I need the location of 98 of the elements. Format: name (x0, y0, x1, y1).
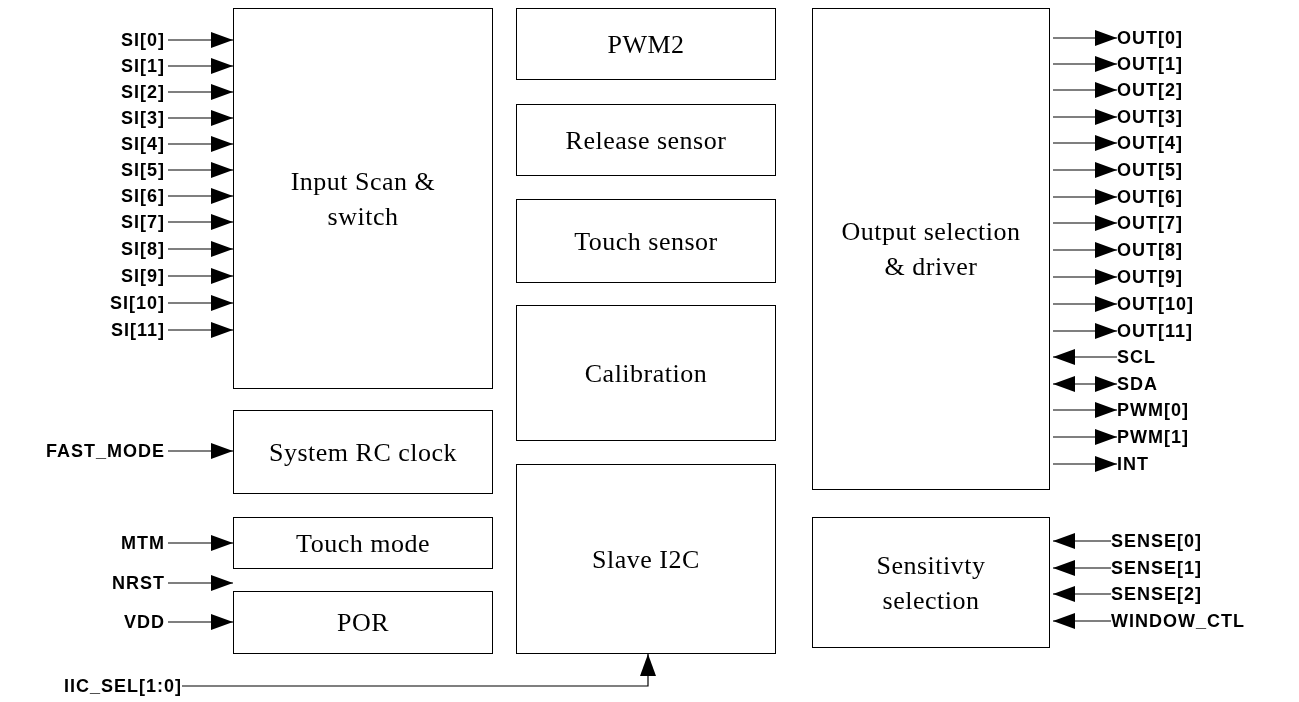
block-label: Touch mode (296, 527, 430, 560)
arrow (1052, 349, 1118, 365)
block-label: Touch sensor (574, 225, 718, 258)
signal-label: SENSE[2] (1111, 582, 1291, 606)
arrow (167, 32, 234, 48)
signal-label: OUT[4] (1117, 131, 1287, 155)
signal-label: OUT[6] (1117, 185, 1287, 209)
arrow (1052, 109, 1118, 125)
signal-label: SI[5] (0, 158, 165, 182)
signal-label: OUT[11] (1117, 319, 1287, 343)
signal-label: OUT[3] (1117, 105, 1287, 129)
arrow (1052, 82, 1118, 98)
block-box (516, 199, 776, 283)
arrow (167, 58, 234, 74)
signal-label: OUT[7] (1117, 211, 1287, 235)
arrow (1052, 586, 1112, 602)
signal-label: SI[3] (0, 106, 165, 130)
block-box (233, 410, 493, 494)
signal-label: SI[0] (0, 28, 165, 52)
signal-label: MTM (0, 531, 165, 555)
arrow (1052, 533, 1112, 549)
block-label: Sensitivty selection (875, 549, 987, 617)
arrow (167, 535, 234, 551)
arrow (1052, 269, 1118, 285)
signal-label: FAST_MODE (0, 439, 165, 463)
signal-label: SI[8] (0, 237, 165, 261)
block-box (233, 591, 493, 654)
arrow (167, 295, 234, 311)
block-label: Release sensor (565, 124, 727, 157)
arrow (1052, 402, 1118, 418)
block-box (233, 8, 493, 389)
arrow (1052, 376, 1118, 392)
arrow (167, 614, 234, 630)
block-box (516, 305, 776, 441)
arrow (1052, 135, 1118, 151)
arrow (167, 84, 234, 100)
signal-label: OUT[5] (1117, 158, 1287, 182)
signal-label: SI[9] (0, 264, 165, 288)
block-box (516, 8, 776, 80)
signal-label: OUT[2] (1117, 78, 1287, 102)
block-label: Input Scan & switch (289, 165, 437, 233)
signal-label: NRST (0, 571, 165, 595)
signal-label: SCL (1117, 345, 1287, 369)
block-box (516, 104, 776, 176)
signal-label: SI[10] (0, 291, 165, 315)
signal-label: OUT[10] (1117, 292, 1287, 316)
signal-label: INT (1117, 452, 1287, 476)
arrow (1052, 560, 1112, 576)
arrow (1052, 323, 1118, 339)
signal-label: OUT[0] (1117, 26, 1287, 50)
signal-label: OUT[9] (1117, 265, 1287, 289)
arrow (167, 162, 234, 178)
arrow (167, 188, 234, 204)
signal-label: SI[1] (0, 54, 165, 78)
arrow (1052, 242, 1118, 258)
signal-label: OUT[8] (1117, 238, 1287, 262)
block-label: Output selection & driver (840, 216, 1022, 283)
block-box (233, 517, 493, 569)
arrow (1052, 613, 1112, 629)
signal-label: SI[7] (0, 210, 165, 234)
signal-label: SI[4] (0, 132, 165, 156)
arrow (167, 241, 234, 257)
arrow (167, 214, 234, 230)
block-box (516, 464, 776, 654)
arrow (1052, 30, 1118, 46)
arrow (1052, 456, 1118, 472)
signal-label: PWM[0] (1117, 398, 1287, 422)
arrow (1052, 429, 1118, 445)
arrow (167, 443, 234, 459)
arrow (167, 322, 234, 338)
signal-label: SENSE[1] (1111, 556, 1291, 580)
signal-label: WINDOW_CTL (1111, 609, 1291, 633)
arrow (1052, 162, 1118, 178)
block-label: Calibration (584, 357, 708, 390)
signal-label: SI[11] (0, 318, 165, 342)
block-box (812, 8, 1050, 490)
signal-label: IIC_SEL[1:0] (0, 674, 182, 698)
signal-label: SI[6] (0, 184, 165, 208)
signal-label: SENSE[0] (1111, 529, 1291, 553)
block-label: System RC clock (268, 436, 458, 469)
signal-label: SDA (1117, 372, 1287, 396)
arrow (167, 575, 234, 591)
signal-label: PWM[1] (1117, 425, 1287, 449)
block-box (812, 517, 1050, 648)
signal-label: VDD (0, 610, 165, 634)
arrow (167, 268, 234, 284)
signal-label: OUT[1] (1117, 52, 1287, 76)
arrow (167, 110, 234, 126)
arrow (181, 653, 656, 687)
block-label: PWM2 (607, 28, 685, 61)
signal-label: SI[2] (0, 80, 165, 104)
arrow (1052, 56, 1118, 72)
block-label: POR (336, 607, 390, 639)
block-label: Slave I2C (592, 543, 700, 576)
arrow (1052, 189, 1118, 205)
arrow (1052, 215, 1118, 231)
arrow (1052, 296, 1118, 312)
arrow (167, 136, 234, 152)
